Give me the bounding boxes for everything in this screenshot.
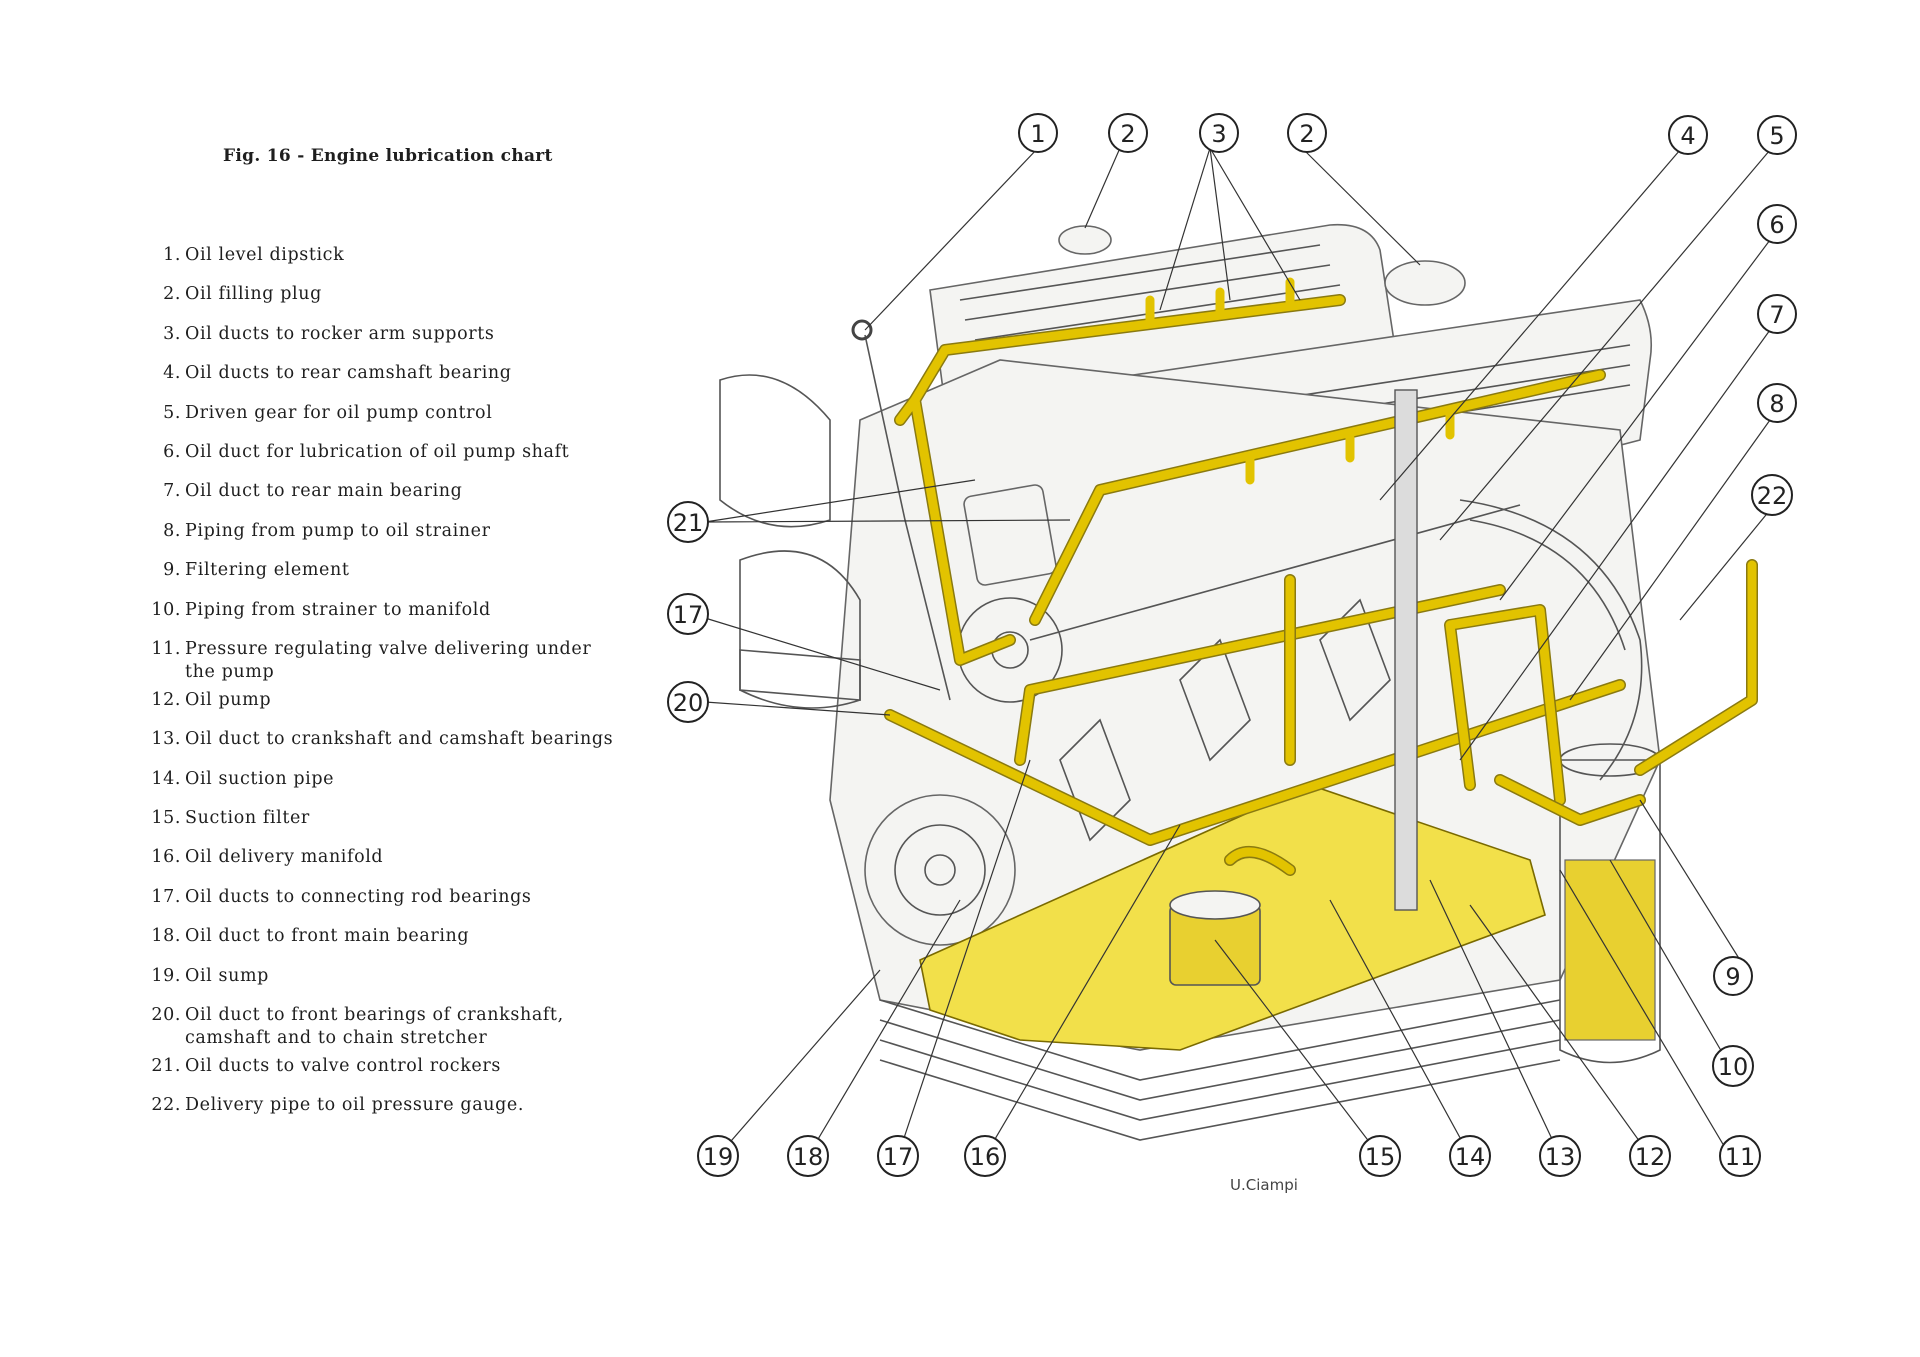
legend-item: 13.Oil duct to crankshaft and camshaft b… <box>151 729 614 750</box>
callout-17b: 17 <box>877 1135 919 1177</box>
svg-text:14: 14 <box>1455 1143 1486 1171</box>
callout-15: 15 <box>1359 1135 1401 1177</box>
legend-item: 22.Delivery pipe to oil pressure gauge. <box>151 1095 525 1116</box>
callout-12: 12 <box>1629 1135 1671 1177</box>
svg-text:7: 7 <box>1769 301 1784 329</box>
legend-item: 10.Piping from strainer to manifold <box>151 599 491 620</box>
legend-item: 7.Oil duct to rear main bearing <box>163 481 463 502</box>
svg-text:18: 18 <box>793 1143 824 1171</box>
callout-6: 6 <box>1757 204 1797 244</box>
callout-1: 1 <box>1018 113 1058 153</box>
svg-text:15: 15 <box>1365 1143 1396 1171</box>
legend-item: 12.Oil pump <box>151 689 272 710</box>
legend-item: 5.Driven gear for oil pump control <box>163 402 493 423</box>
svg-text:17: 17 <box>673 601 704 629</box>
svg-text:21: 21 <box>673 509 704 537</box>
svg-text:1: 1 <box>1030 120 1045 148</box>
svg-text:19: 19 <box>703 1143 734 1171</box>
callout-16: 16 <box>964 1135 1006 1177</box>
legend-item: 6.Oil duct for lubrication of oil pump s… <box>163 441 570 462</box>
callout-2b: 2 <box>1287 113 1327 153</box>
callout-13: 13 <box>1539 1135 1581 1177</box>
svg-text:13: 13 <box>1545 1143 1576 1171</box>
callout-2: 2 <box>1108 113 1148 153</box>
callout-8: 8 <box>1757 383 1797 423</box>
callout-14: 14 <box>1449 1135 1491 1177</box>
legend-item: 21.Oil ducts to valve control rockers <box>151 1056 501 1077</box>
svg-text:2: 2 <box>1299 120 1314 148</box>
legend-item: 19.Oil sump <box>151 965 269 986</box>
legend-item: 15.Suction filter <box>151 808 310 829</box>
callout-9: 9 <box>1713 956 1753 996</box>
svg-text:5: 5 <box>1769 122 1784 150</box>
callout-7: 7 <box>1757 294 1797 334</box>
legend-item: 8.Piping from pump to oil strainer <box>163 520 491 541</box>
legend-item: 18.Oil duct to front main bearing <box>151 926 470 947</box>
legend-item: 1.Oil level dipstick <box>163 245 345 265</box>
callout-4: 4 <box>1668 115 1708 155</box>
legend-item: 4.Oil ducts to rear camshaft bearing <box>163 363 512 384</box>
leader-lines <box>704 147 1771 1157</box>
legend-item: 3.Oil ducts to rocker arm supports <box>163 323 495 344</box>
sump-fins <box>879 999 1561 1141</box>
svg-text:12: 12 <box>1635 1143 1666 1171</box>
figure-title: Fig. 16 - Engine lubrication chart <box>223 146 553 166</box>
legend-item: 2.Oil filling plug <box>163 284 322 305</box>
callout-18: 18 <box>787 1135 829 1177</box>
callout-21: 21 <box>667 501 709 543</box>
callout-5: 5 <box>1757 115 1797 155</box>
svg-text:6: 6 <box>1769 211 1784 239</box>
legend-list: 1.Oil level dipstick 2.Oil filling plug … <box>145 244 615 1134</box>
svg-text:3: 3 <box>1211 120 1226 148</box>
svg-text:9: 9 <box>1725 963 1740 991</box>
callout-10: 10 <box>1712 1045 1754 1087</box>
legend-item: 17.Oil ducts to connecting rod bearings <box>151 886 532 907</box>
callout-22: 22 <box>1751 474 1793 516</box>
svg-text:22: 22 <box>1757 482 1788 510</box>
callout-17a: 17 <box>667 593 709 635</box>
svg-text:4: 4 <box>1680 122 1695 150</box>
legend-item: 9.Filtering element <box>163 560 350 581</box>
callout-20: 20 <box>667 681 709 723</box>
legend-item: 16.Oil delivery manifold <box>151 847 384 868</box>
svg-text:20: 20 <box>673 689 704 717</box>
svg-text:2: 2 <box>1120 120 1135 148</box>
legend-item: 11.Pressure regulating valve delivering … <box>151 638 592 682</box>
callout-3: 3 <box>1199 113 1239 153</box>
svg-text:16: 16 <box>970 1143 1001 1171</box>
artist-signature: U.Ciampi <box>1230 1176 1298 1194</box>
svg-text:8: 8 <box>1769 390 1784 418</box>
legend-item: 14.Oil suction pipe <box>151 768 335 789</box>
oil-dipstick <box>864 334 951 701</box>
oil-pump-shaft <box>1394 389 1418 911</box>
callout-19: 19 <box>697 1135 739 1177</box>
callout-11: 11 <box>1719 1135 1761 1177</box>
svg-text:17: 17 <box>883 1143 914 1171</box>
legend-item: 20.Oil duct to front bearings of cranksh… <box>151 1005 564 1049</box>
svg-text:11: 11 <box>1725 1143 1756 1171</box>
filtering-element <box>1564 859 1656 1041</box>
svg-text:10: 10 <box>1718 1053 1749 1081</box>
